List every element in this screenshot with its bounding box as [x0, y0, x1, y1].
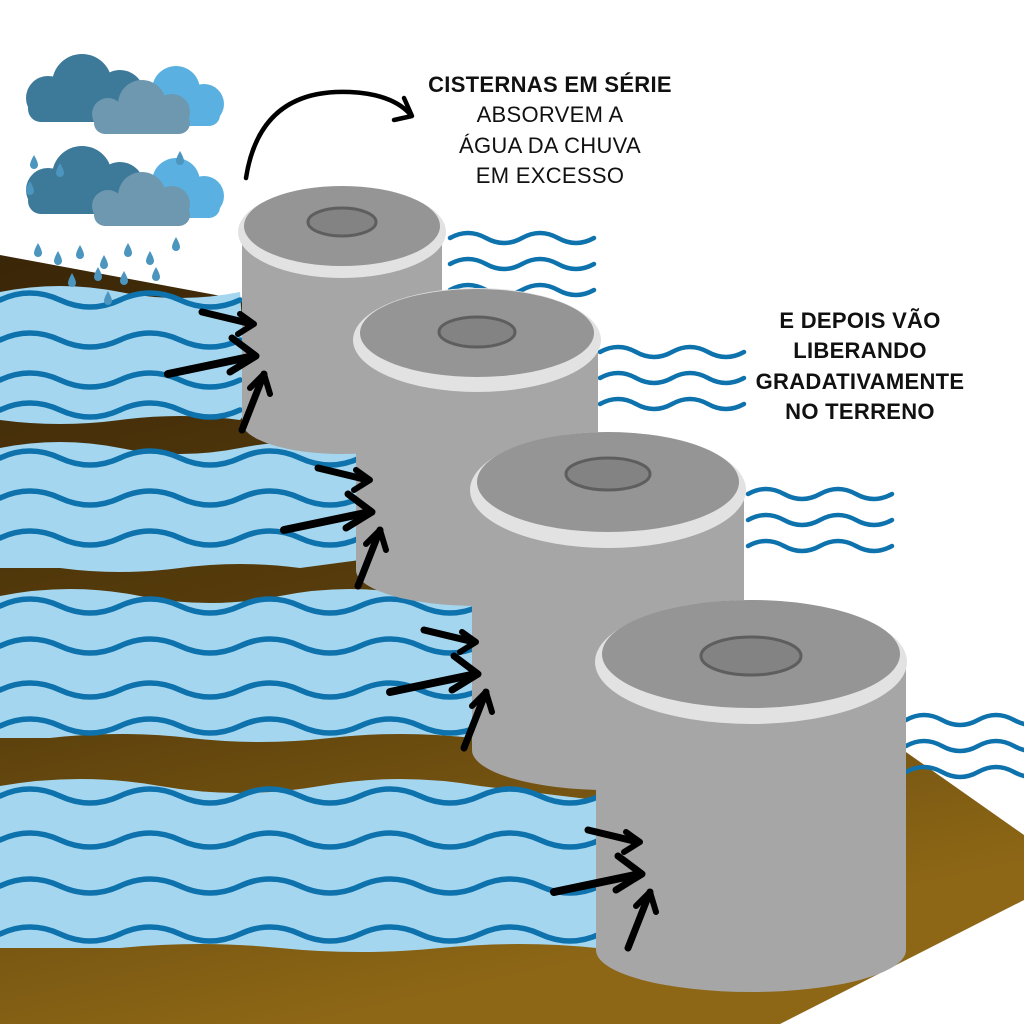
- release-line-3: GRADATIVAMENTE: [755, 368, 965, 394]
- release-line-2: LIBERANDO: [793, 338, 927, 364]
- cisterns-label: CISTERNAS EM SÉRIE ABSORVEM A ÁGUA DA CH…: [400, 70, 700, 191]
- cisterns-title: CISTERNAS EM SÉRIE: [428, 72, 672, 97]
- cistern-4: [595, 600, 907, 992]
- cistern-1: [238, 186, 446, 454]
- outflow-waves-1: [450, 233, 594, 295]
- outflow-waves-4: [906, 715, 1024, 777]
- outflow-waves-2: [600, 347, 744, 409]
- release-line-1: E DEPOIS VÃO: [779, 308, 941, 333]
- cisterns-line-1: ABSORVEM A: [476, 102, 624, 128]
- water-layers: [0, 286, 603, 952]
- release-label: E DEPOIS VÃO LIBERANDO GRADATIVAMENTE NO…: [740, 306, 980, 427]
- cisterns-line-2: ÁGUA DA CHUVA: [459, 132, 641, 158]
- release-line-4: NO TERRENO: [785, 399, 935, 425]
- cisterns-line-3: EM EXCESSO: [475, 163, 625, 189]
- curved-arrow-icon: [243, 89, 415, 181]
- outflow-waves-3: [748, 489, 892, 551]
